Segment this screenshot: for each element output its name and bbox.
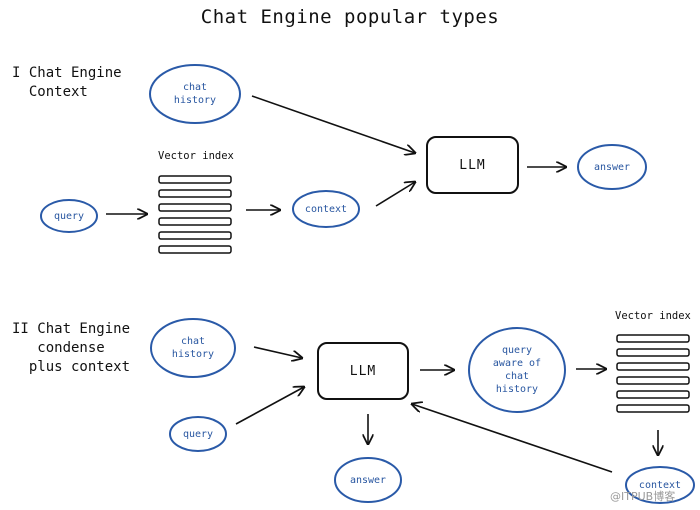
s1-vector-index-stack <box>158 175 232 254</box>
s2-arrow-context-llm <box>412 404 613 473</box>
s2-chat-history-text: chat history <box>171 336 215 360</box>
s2-context-text: context <box>638 479 682 491</box>
s2-llm-text: LLM <box>349 363 377 379</box>
s1-context-text: context <box>304 203 348 215</box>
s1-llm-text: LLM <box>459 157 486 173</box>
s1-vector-index-label: Vector index <box>158 150 234 162</box>
s2-llm-box <box>317 342 409 400</box>
s2-query-oval <box>169 416 227 452</box>
s1-arrow-context-llm <box>375 182 415 207</box>
s2-query-text: query <box>182 428 214 440</box>
s2-vector-index-label: Vector index <box>615 310 691 322</box>
s2-arrow-history-llm <box>253 346 302 358</box>
s2-chat-history-oval <box>150 318 236 378</box>
s1-chat-history-text: chat history <box>173 82 217 106</box>
diagram-title: Chat Engine popular types <box>200 6 500 28</box>
watermark: @ITPUB博客 <box>610 490 676 503</box>
s1-answer-oval <box>577 144 647 190</box>
s2-arrow-query-llm <box>235 387 304 425</box>
s1-answer-text: answer <box>593 161 631 173</box>
s1-arrow-history-llm <box>251 95 415 153</box>
s1-llm-box <box>426 136 519 194</box>
s2-query-aware-text: query aware of chat history <box>492 345 542 395</box>
s2-vector-index-stack <box>616 334 690 413</box>
s1-query-oval <box>40 199 98 233</box>
s2-answer-oval <box>334 457 402 503</box>
s2-answer-text: answer <box>349 474 387 486</box>
s2-context-oval <box>625 466 695 504</box>
s1-chat-history-oval <box>149 64 241 124</box>
section1-label: I Chat Engine Context <box>12 65 122 100</box>
s1-query-text: query <box>53 210 85 222</box>
s1-context-oval <box>292 190 360 228</box>
s2-query-aware-oval <box>468 327 566 413</box>
section2-label: II Chat Engine condense plus context <box>12 321 131 375</box>
